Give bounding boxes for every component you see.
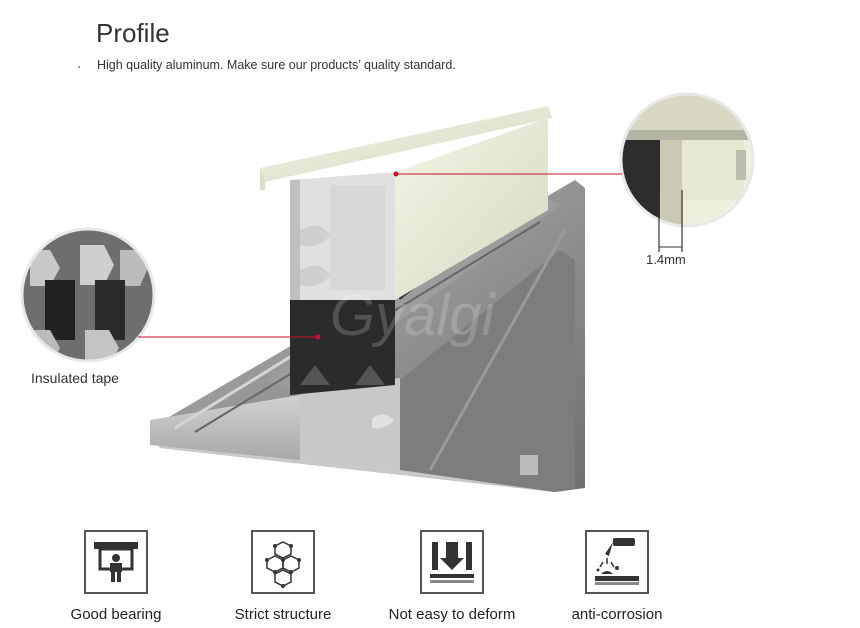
deform-icon	[420, 530, 484, 594]
corrosion-icon	[585, 530, 649, 594]
page-title: Profile	[96, 18, 170, 48]
thickness-label: 1.4mm	[646, 252, 686, 267]
feature-label: Not easy to deform	[388, 606, 516, 623]
feature-anti-corrosion: anti-corrosion	[527, 530, 707, 623]
thickness-callout-dot	[393, 171, 399, 177]
feature-strict-structure: Strict structure	[193, 530, 373, 623]
tape-callout-dot	[315, 334, 321, 340]
thickness-zoom	[619, 92, 755, 252]
insulated-tape-label: Insulated tape	[31, 370, 119, 386]
bearing-icon	[84, 530, 148, 594]
feature-label: anti-corrosion	[571, 606, 663, 623]
profile-illustration: Gyalgi	[20, 92, 755, 492]
feature-not-easy-to-deform: Not easy to deform	[362, 530, 542, 623]
page-subtitle: High quality aluminum. Make sure our pro…	[97, 58, 456, 72]
profile-top	[260, 106, 552, 300]
feature-good-bearing: Good bearing	[26, 530, 206, 623]
structure-icon	[251, 530, 315, 594]
bullet-dot	[78, 66, 80, 68]
watermark: Gyalgi	[330, 283, 497, 348]
feature-label: Strict structure	[234, 606, 332, 623]
insulated-tape-zoom	[20, 227, 156, 363]
feature-label: Good bearing	[70, 606, 162, 623]
